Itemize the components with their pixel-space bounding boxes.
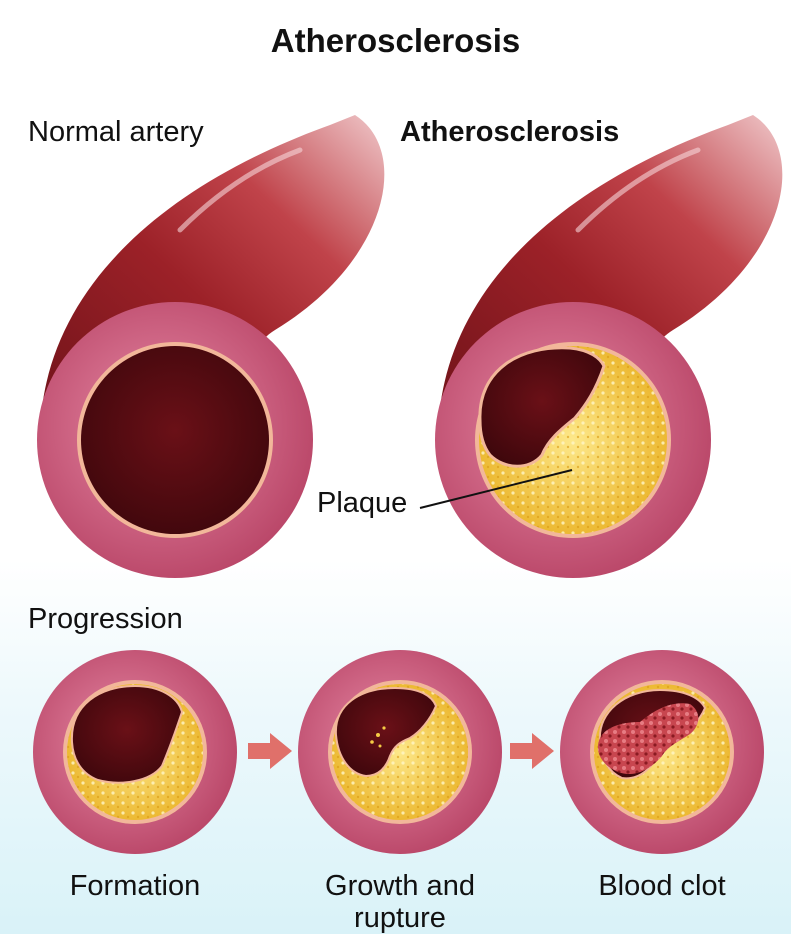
main-title: Atherosclerosis — [270, 22, 521, 59]
arrow-icon — [510, 733, 554, 769]
arrow-icon — [248, 733, 292, 769]
plaque-leader-line — [419, 469, 573, 509]
plaque-label: Plaque — [317, 487, 408, 519]
stage-formation-diagram — [33, 650, 237, 854]
normal-artery-label: Normal artery — [28, 116, 204, 148]
normal-artery — [37, 115, 385, 578]
normal-lumen — [81, 346, 269, 534]
progression-heading: Progression — [28, 603, 183, 635]
stage-label-formation: Formation — [69, 870, 201, 902]
stage-label-growth-rupture: Growth and rupture — [325, 870, 475, 934]
stage-blood-clot-diagram — [560, 650, 764, 854]
athero-lumen — [478, 346, 606, 468]
athero-artery — [435, 115, 783, 578]
atherosclerosis-label: Atherosclerosis — [400, 116, 620, 148]
stage-growth-rupture-diagram — [298, 650, 502, 854]
stage-label-blood-clot: Blood clot — [598, 870, 726, 902]
